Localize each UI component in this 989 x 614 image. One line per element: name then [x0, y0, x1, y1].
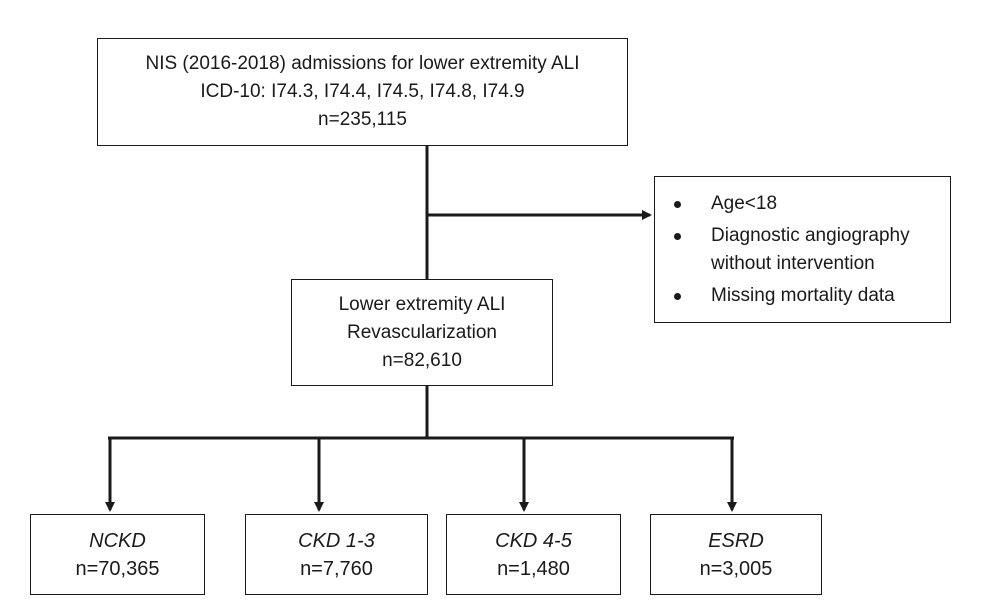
- exclusion-list: Age<18 Diagnostic angiography without in…: [671, 190, 910, 310]
- exclusion-item-angiography: Diagnostic angiography without intervent…: [671, 222, 910, 278]
- exclusion-item-mortality: Missing mortality data: [671, 282, 910, 310]
- revascularization-subtitle: Revascularization: [347, 321, 497, 343]
- group-count: n=70,365: [75, 557, 160, 580]
- bullet-icon: [674, 292, 681, 300]
- group-name: NCKD: [89, 529, 146, 552]
- admissions-box: NIS (2016-2018) admissions for lower ext…: [97, 38, 628, 146]
- group-box-esrd: ESRD n=3,005: [650, 514, 822, 595]
- exclusion-box: Age<18 Diagnostic angiography without in…: [654, 176, 951, 323]
- group-count: n=1,480: [497, 557, 570, 580]
- group-name: ESRD: [708, 529, 764, 552]
- group-name: CKD 4-5: [495, 529, 572, 552]
- bullet-icon: [674, 200, 681, 208]
- exclusion-item-age: Age<18: [671, 190, 910, 218]
- admissions-title: NIS (2016-2018) admissions for lower ext…: [145, 53, 580, 74]
- revascularization-title: Lower extremity ALI: [338, 293, 506, 315]
- bullet-icon: [674, 232, 681, 240]
- group-box-nckd: NCKD n=70,365: [30, 514, 205, 595]
- exclusion-item-text: Age<18: [711, 192, 778, 214]
- group-box-ckd-4-5: CKD 4-5 n=1,480: [446, 514, 621, 595]
- group-count: n=7,760: [300, 557, 373, 580]
- group-count: n=3,005: [699, 557, 773, 580]
- admissions-count: n=235,115: [318, 109, 407, 130]
- revascularization-count: n=82,610: [382, 349, 462, 371]
- exclusion-item-text: Diagnostic angiography: [711, 224, 910, 246]
- exclusion-item-text: Missing mortality data: [711, 284, 895, 306]
- exclusion-item-text-continued: without intervention: [711, 252, 875, 274]
- admissions-icd-codes: ICD-10: I74.3, I74.4, I74.5, I74.8, I74.…: [200, 81, 525, 102]
- group-box-ckd-1-3: CKD 1-3 n=7,760: [245, 514, 428, 595]
- revascularization-box: Lower extremity ALI Revascularization n=…: [291, 279, 553, 386]
- group-name: CKD 1-3: [298, 529, 375, 552]
